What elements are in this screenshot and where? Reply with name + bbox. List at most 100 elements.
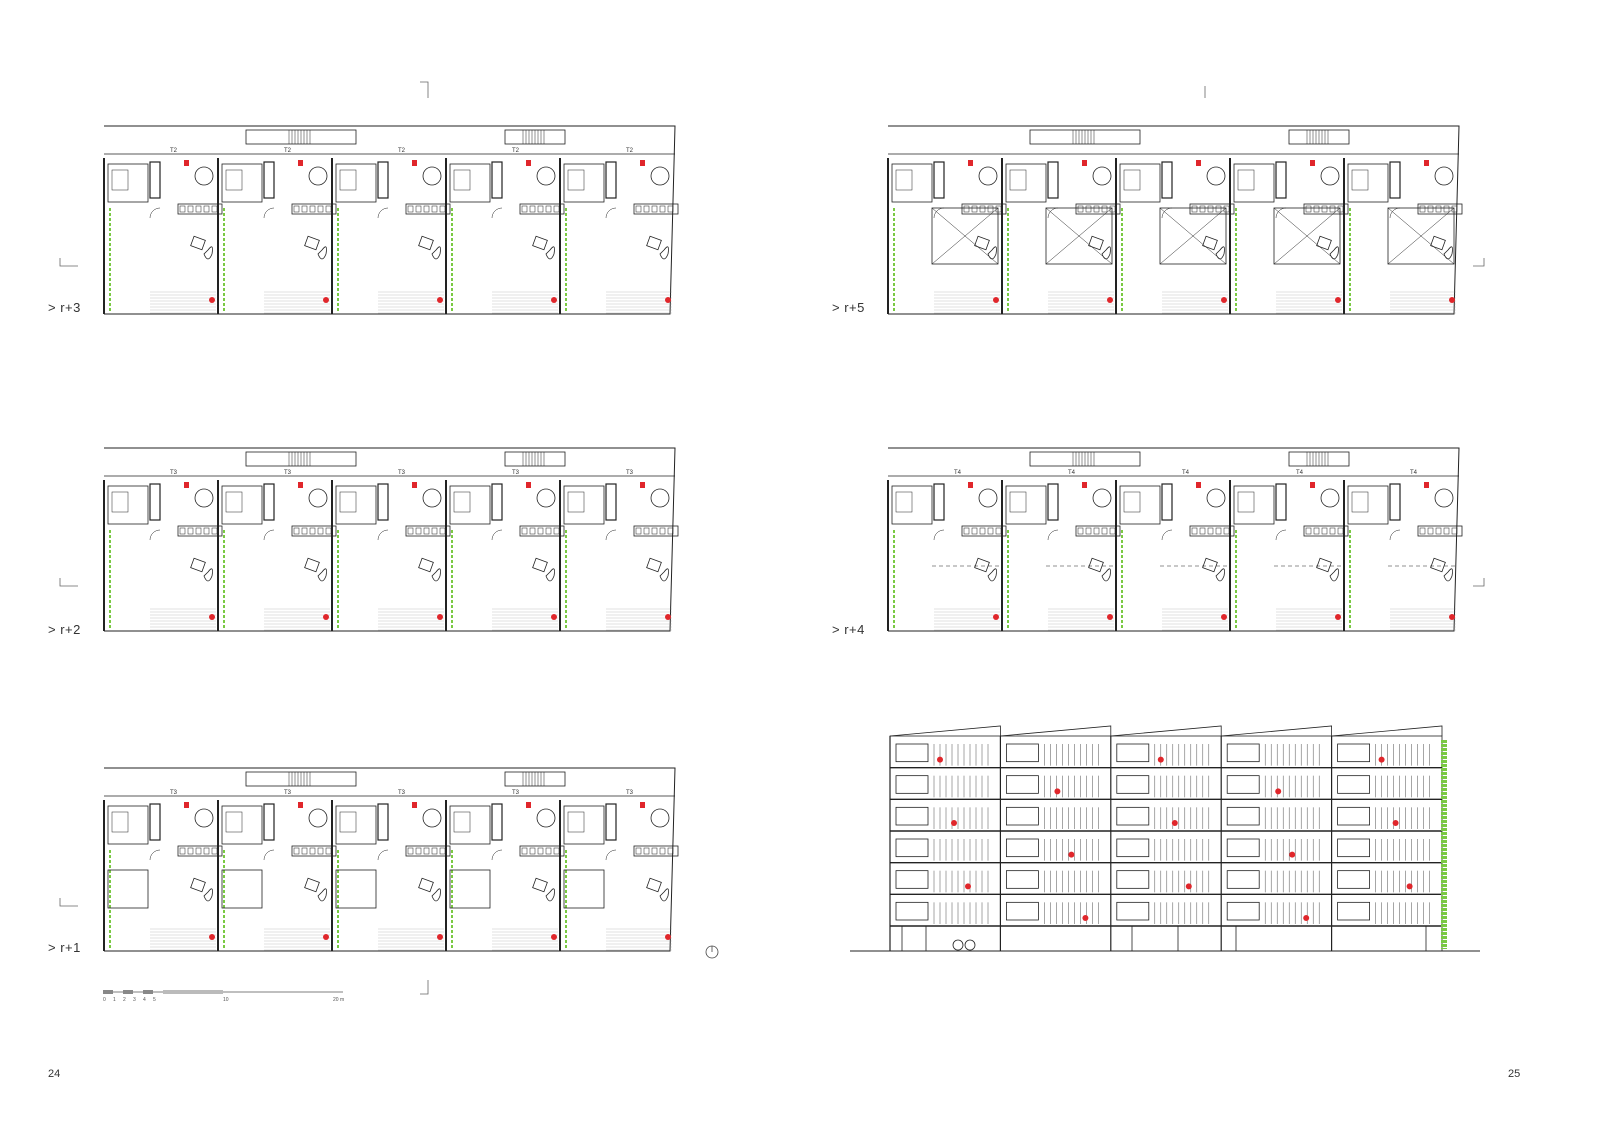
window	[895, 775, 929, 794]
appliance	[1435, 205, 1442, 213]
bath-core	[491, 161, 503, 199]
appliance	[317, 847, 324, 855]
bed	[567, 811, 585, 833]
bath-core	[491, 803, 503, 841]
bicycle	[952, 939, 964, 951]
window	[1337, 901, 1371, 921]
window	[1337, 806, 1371, 826]
appliance	[995, 527, 1002, 535]
bed	[111, 811, 129, 833]
planter-red	[1107, 614, 1113, 620]
appliance	[971, 205, 978, 213]
appliance	[325, 847, 332, 855]
appliance	[537, 527, 544, 535]
sofa	[317, 888, 327, 902]
bath-core	[149, 803, 161, 841]
level-label-r2: > r+2	[48, 622, 81, 637]
window	[1116, 901, 1150, 921]
entrance-marker	[640, 160, 645, 166]
door-swing	[149, 529, 161, 541]
door-swing	[1047, 207, 1059, 219]
bedroom	[1347, 485, 1389, 525]
red-planting	[937, 756, 943, 763]
bedroom	[335, 805, 377, 845]
appliance	[309, 527, 316, 535]
kitchen-counter	[519, 525, 565, 537]
window	[895, 901, 929, 921]
armchair	[532, 877, 548, 893]
dining-table	[308, 808, 328, 828]
appliance	[1321, 527, 1328, 535]
window	[1116, 870, 1150, 889]
planter-red	[551, 614, 557, 620]
bed	[1351, 169, 1369, 191]
appliance	[211, 205, 218, 213]
door-swing	[263, 529, 275, 541]
sofa	[431, 568, 441, 582]
entrance-marker	[1424, 482, 1429, 488]
appliance	[1215, 527, 1222, 535]
unit-tag: T2	[170, 148, 178, 154]
appliance	[1207, 527, 1214, 535]
appliance	[635, 847, 642, 855]
scale-tick: 0	[103, 997, 106, 1003]
appliance	[179, 847, 186, 855]
appliance	[1085, 205, 1092, 213]
bath-core	[1047, 161, 1059, 199]
window	[1005, 838, 1039, 858]
bedroom	[563, 163, 605, 203]
bed	[1237, 491, 1255, 513]
appliance	[211, 847, 218, 855]
bedroom	[1005, 163, 1047, 203]
level-label-r3: > r+3	[48, 300, 81, 315]
section-mark-bottom	[420, 980, 429, 995]
appliance	[1305, 205, 1312, 213]
bed	[567, 169, 585, 191]
door-swing	[605, 849, 617, 861]
appliance	[1305, 527, 1312, 535]
planter-red	[437, 614, 443, 620]
bedroom	[1347, 163, 1389, 203]
appliance	[293, 847, 300, 855]
kitchen-counter	[1189, 525, 1235, 537]
entrance-marker	[298, 160, 303, 166]
sofa	[1215, 246, 1225, 260]
sofa	[1329, 568, 1339, 582]
window	[1337, 870, 1371, 889]
appliance	[529, 847, 536, 855]
dining-table	[1434, 488, 1454, 508]
red-planting	[1185, 883, 1192, 890]
planter-red	[665, 614, 671, 620]
window	[1226, 901, 1260, 921]
bath-core	[377, 161, 389, 199]
section-mark-right-side	[1473, 258, 1485, 267]
dining-table	[536, 166, 556, 186]
armchair	[1430, 235, 1446, 251]
armchair	[646, 557, 662, 573]
window	[1005, 743, 1039, 763]
entrance-marker	[298, 802, 303, 808]
bed	[339, 491, 357, 513]
entrance-marker	[968, 160, 973, 166]
unit-tag: T3	[284, 790, 292, 796]
bedroom	[891, 485, 933, 525]
armchair	[1316, 235, 1332, 251]
appliance	[431, 527, 438, 535]
entrance-marker	[184, 482, 189, 488]
appliance	[1329, 527, 1336, 535]
bed	[225, 811, 243, 833]
entrance-marker	[1196, 160, 1201, 166]
door-swing	[605, 207, 617, 219]
void-cross	[1273, 207, 1341, 265]
double-height-void	[1159, 207, 1227, 265]
appliance	[635, 527, 642, 535]
bed	[895, 169, 913, 191]
appliance	[317, 205, 324, 213]
bedroom	[221, 163, 263, 203]
kitchen-counter	[405, 203, 451, 215]
unit-tag: T4	[1410, 470, 1418, 476]
red-planting	[951, 820, 957, 826]
planter-red	[323, 614, 329, 620]
armchair	[974, 557, 990, 573]
